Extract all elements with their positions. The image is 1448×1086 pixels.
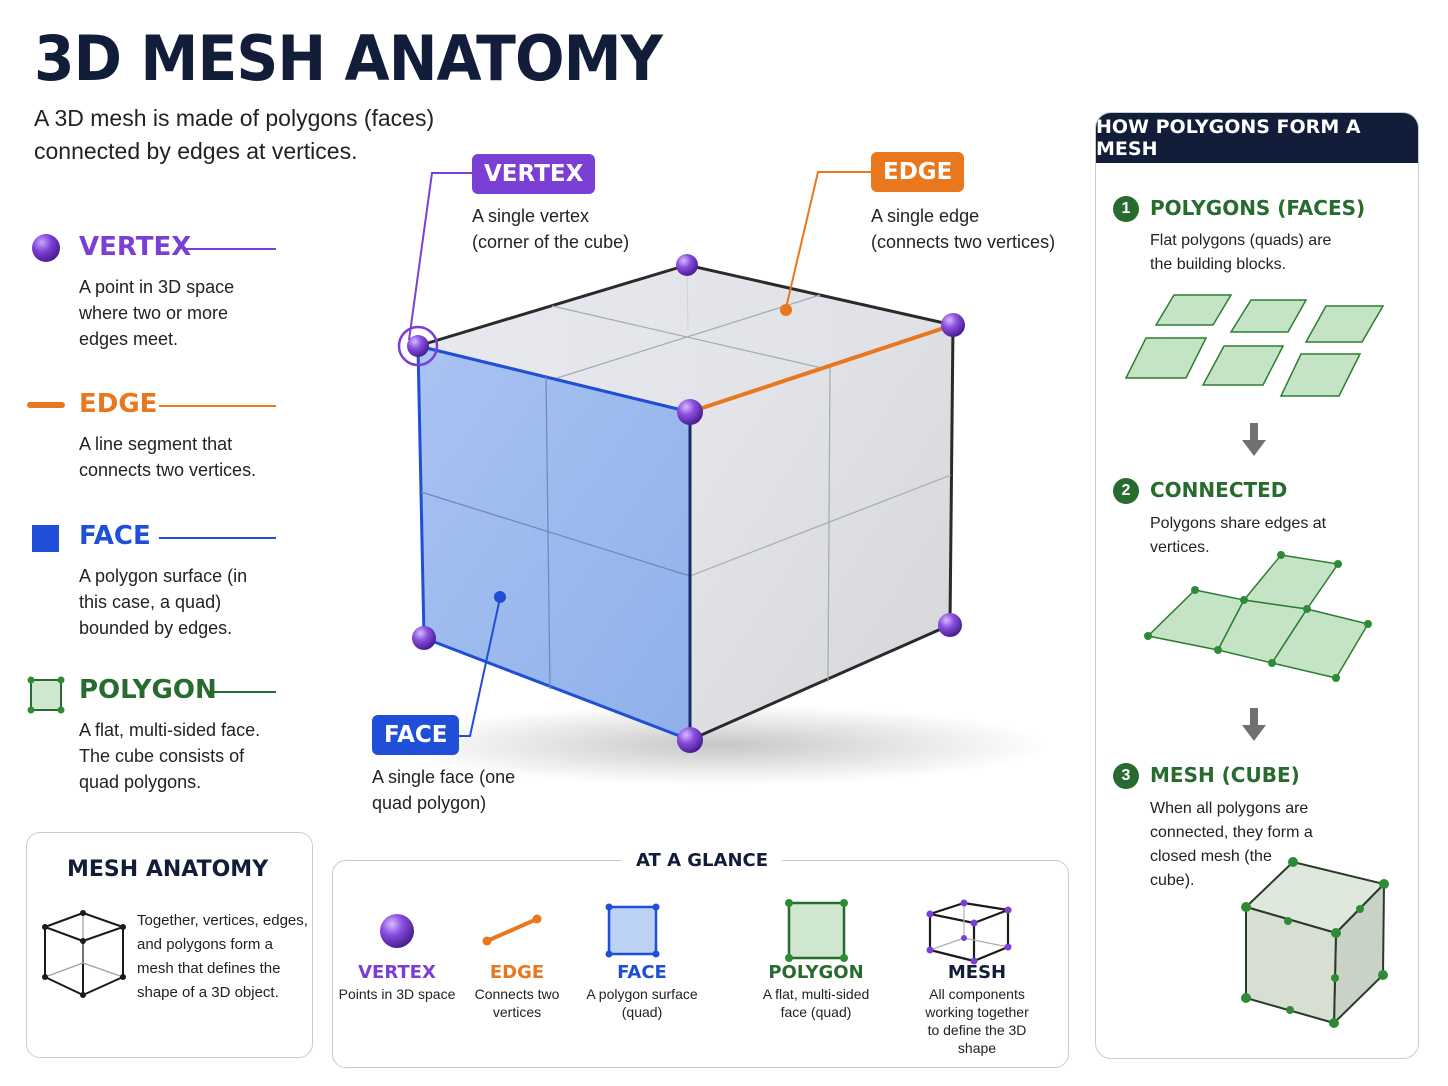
mesh-anatomy-box: MESH ANATOMY Together, vertices, edges, … (26, 832, 313, 1058)
step-3-title: MESH (CUBE) (1150, 763, 1300, 787)
glance-edge: EDGE Connects two vertices (442, 962, 592, 1021)
how-polygons-title: HOW POLYGONS FORM A MESH (1096, 113, 1418, 163)
legend-edge-desc: A line segment that connects two vertice… (79, 434, 257, 480)
mesh-anatomy-title: MESH ANATOMY (67, 857, 269, 882)
glance-face-name: FACE (617, 962, 667, 983)
cube-front-face (416, 344, 692, 743)
vertex-sphere (407, 335, 429, 357)
wireframe-cube-icon (42, 910, 127, 998)
at-a-glance-box (332, 860, 1069, 1068)
face-square-icon (605, 903, 660, 958)
mesh-anatomy-desc: Together, vertices, edges, and polygons … (137, 912, 308, 1001)
legend-edge: EDGE A line segment that connects two ve… (26, 387, 316, 480)
glance-polygon-desc: A flat, multi-sided face (quad) (762, 986, 870, 1020)
glance-mesh-desc: All components working together to defin… (925, 986, 1029, 1056)
legend-polygon-desc: A flat, multi-sided face. The cube consi… (79, 720, 261, 792)
legend-polygon: POLYGON A flat, multi-sided face. The cu… (26, 673, 316, 792)
mesh-cube-illustration (1241, 857, 1389, 1028)
vertex-sphere (677, 727, 703, 753)
how-polygons-panel: HOW POLYGONS FORM A MESH 1 POLYGONS (FAC… (1095, 112, 1419, 1059)
glance-vertex-name: VERTEX (358, 962, 436, 983)
vertex-sphere (938, 613, 962, 637)
glance-vertex: VERTEX Points in 3D space (322, 962, 472, 1003)
step-2-title: CONNECTED (1150, 478, 1288, 502)
vertex-callout-leader (408, 172, 472, 341)
face-callout-tag: FACE (372, 715, 460, 755)
cube-highlighted-edge (689, 323, 954, 414)
vertex-callout-desc: A single vertex (corner of the cube) (472, 206, 630, 252)
edge-callout-leader (785, 171, 873, 309)
legend-polygon-rule (208, 691, 276, 693)
mesh-wireframe-icon (925, 899, 1013, 965)
at-a-glance-icons (380, 899, 1013, 965)
polygon-quad-icon (785, 899, 848, 962)
loose-quads-illustration (1124, 294, 1385, 397)
glance-edge-desc: Connects two vertices (474, 986, 560, 1020)
connected-quads-illustration (1144, 551, 1372, 682)
how-polygons-illustrations (1124, 294, 1389, 1028)
glance-edge-name: EDGE (489, 962, 545, 983)
step-2-desc: Polygons share edges at vertices. (1150, 515, 1327, 556)
step-3-desc: When all polygons are connected, they fo… (1150, 800, 1313, 889)
vertex-sphere (677, 399, 703, 425)
glance-face-desc: A polygon surface (quad) (586, 986, 698, 1020)
blue-square-icon (32, 525, 59, 552)
arrow-down-icon (1242, 708, 1266, 741)
cube-shadow (390, 705, 1050, 785)
edge-segment-icon (482, 914, 542, 946)
legend-vertex: VERTEX A point in 3D space where two or … (26, 230, 316, 349)
legend-polygon-name: POLYGON (79, 675, 217, 705)
legend-face-name: FACE (79, 521, 151, 551)
vertex-sphere (412, 626, 436, 650)
purple-sphere-icon (32, 234, 60, 262)
legend-face: FACE A polygon surface (in this case, a … (26, 519, 316, 638)
legend-edge-name: EDGE (79, 389, 158, 419)
arrow-down-icon (1242, 423, 1266, 456)
step-2-number: 2 (1113, 478, 1139, 504)
vertex-sphere (941, 313, 965, 337)
legend-vertex-rule (184, 248, 276, 250)
glance-face: FACE A polygon surface (quad) (568, 962, 716, 1021)
glance-mesh: MESH All components working together to … (902, 962, 1052, 1057)
page-title: 3D MESH ANATOMY (34, 22, 663, 95)
step-3-number: 3 (1113, 763, 1139, 789)
vertex-sphere (676, 254, 698, 276)
edge-callout-tag: EDGE (871, 152, 965, 192)
green-quad-icon (27, 676, 65, 714)
glance-mesh-name: MESH (947, 962, 1007, 983)
step-1-title: POLYGONS (FACES) (1150, 196, 1366, 220)
glance-polygon-name: POLYGON (768, 962, 864, 983)
at-a-glance-title: AT A GLANCE (622, 850, 783, 871)
edge-callout-desc: A single edge (connects two vertices) (871, 206, 1056, 252)
legend-edge-rule (159, 405, 276, 407)
legend-vertex-name: VERTEX (79, 232, 192, 262)
legend-face-rule (159, 537, 276, 539)
legend-face-desc: A polygon surface (in this case, a quad)… (79, 566, 248, 638)
step-1-desc: Flat polygons (quads) are the building b… (1150, 232, 1332, 273)
orange-line-icon (27, 402, 65, 408)
vertex-highlight-ring (397, 325, 439, 367)
vertex-sphere-icon (380, 914, 414, 948)
page-subtitle: A 3D mesh is made of polygons (faces) co… (34, 105, 435, 164)
vertex-callout-tag: VERTEX (472, 154, 596, 194)
glance-polygon: POLYGON A flat, multi-sided face (quad) (741, 962, 891, 1021)
legend-vertex-desc: A point in 3D space where two or more ed… (79, 277, 235, 349)
glance-vertex-desc: Points in 3D space (338, 986, 456, 1002)
step-1-number: 1 (1113, 196, 1139, 222)
face-callout-desc: A single face (one quad polygon) (372, 767, 516, 813)
